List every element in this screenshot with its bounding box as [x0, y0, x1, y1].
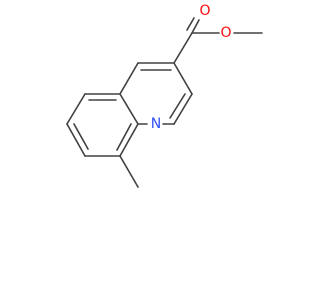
- bond-c2-c1: [173, 93, 193, 125]
- bond-c3-carbonyl: [173, 32, 193, 64]
- ring-nitrogen-label: N: [151, 116, 161, 132]
- double-bond-c6-c7: [73, 123, 89, 150]
- molecule-structure-diagram: N O O: [66, 3, 263, 188]
- bond-c6-c7: [66, 123, 86, 157]
- bond-carbonyl-oxygen-b: [186, 17, 195, 31]
- carbonyl-oxygen-label: O: [199, 3, 210, 19]
- benzene-ring: [66, 93, 139, 157]
- methyl-ester-group: [173, 17, 263, 64]
- bond-c3-c2: [173, 62, 193, 95]
- bond-c8a-c4a: [119, 93, 139, 125]
- bond-c8-c8a: [119, 123, 139, 157]
- bond-c5-c6: [66, 93, 86, 125]
- double-bond-c2-c1: [169, 93, 186, 119]
- double-bond-c8-c8a: [116, 123, 132, 151]
- bond-carbonyl-oxygen-a: [191, 19, 200, 34]
- ester-oxygen-label: O: [220, 25, 231, 41]
- bond-methyl: [119, 155, 139, 188]
- pyridine-ring: [119, 62, 193, 125]
- bond-c4a-c4: [119, 62, 139, 95]
